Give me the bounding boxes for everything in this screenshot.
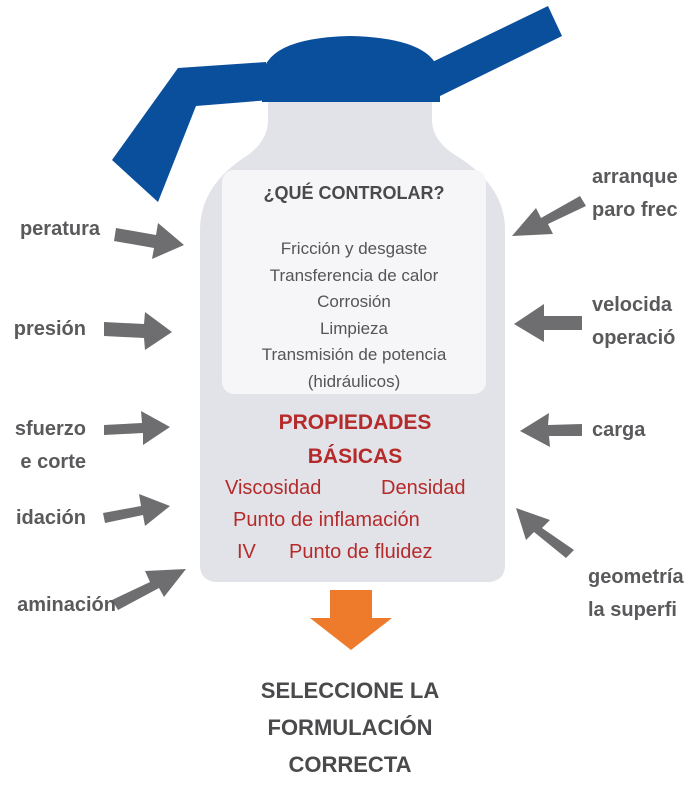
property-densidad: Densidad bbox=[381, 477, 466, 499]
control-item: Transferencia de calor bbox=[269, 265, 439, 285]
arrow-presion bbox=[104, 312, 172, 350]
arrow-geometria bbox=[516, 508, 574, 558]
cap-shape bbox=[262, 36, 440, 102]
properties-title: PROPIEDADES BÁSICAS bbox=[278, 411, 432, 468]
arrow-arranque bbox=[512, 196, 586, 236]
control-item: Limpieza bbox=[319, 318, 389, 338]
property-iv: IV bbox=[237, 541, 256, 563]
selection-text: SELECCIONE LA FORMULACIÓN CORRECTA bbox=[260, 678, 440, 777]
spout-tip-shape bbox=[420, 6, 562, 98]
control-item: Fricción y desgaste bbox=[280, 239, 428, 258]
factor-geometria-superficie: geometría la superfi bbox=[588, 566, 684, 621]
control-title: ¿QUÉ CONTROLAR? bbox=[263, 183, 445, 203]
control-item: Transmisión de potencia bbox=[261, 345, 447, 364]
control-item: Corrosión bbox=[317, 292, 391, 311]
control-list: Fricción y desgaste Transferencia de cal… bbox=[222, 236, 486, 395]
spout-shape bbox=[112, 62, 270, 202]
property-punto-fluidez: Punto de fluidez bbox=[289, 541, 433, 563]
control-panel bbox=[222, 170, 486, 394]
factor-contaminacion: aminación bbox=[17, 594, 116, 616]
factor-temperatura: peratura bbox=[19, 218, 100, 240]
factor-oxidacion: idación bbox=[15, 507, 86, 529]
arrow-carga bbox=[520, 413, 582, 447]
factor-velocidad-operacion: velocida operació bbox=[592, 294, 676, 349]
factor-esfuerzo-corte: sfuerzo e corte bbox=[14, 418, 86, 473]
property-punto-inflamacion: Punto de inflamación bbox=[233, 509, 420, 531]
arrow-velocidad bbox=[514, 304, 582, 342]
factor-presion: presión bbox=[13, 318, 86, 340]
factor-arranque-paro: arranque paro frec bbox=[592, 166, 678, 221]
control-item: (hidráulicos) bbox=[307, 371, 401, 391]
arrow-esfuerzo bbox=[104, 411, 170, 445]
arrow-oxidacion bbox=[103, 494, 170, 526]
arrow-contaminacion bbox=[112, 569, 186, 610]
property-viscosidad: Viscosidad bbox=[225, 477, 322, 499]
factor-carga: carga bbox=[592, 419, 646, 441]
arrow-temperatura bbox=[114, 223, 184, 259]
arrow-down bbox=[310, 590, 392, 650]
